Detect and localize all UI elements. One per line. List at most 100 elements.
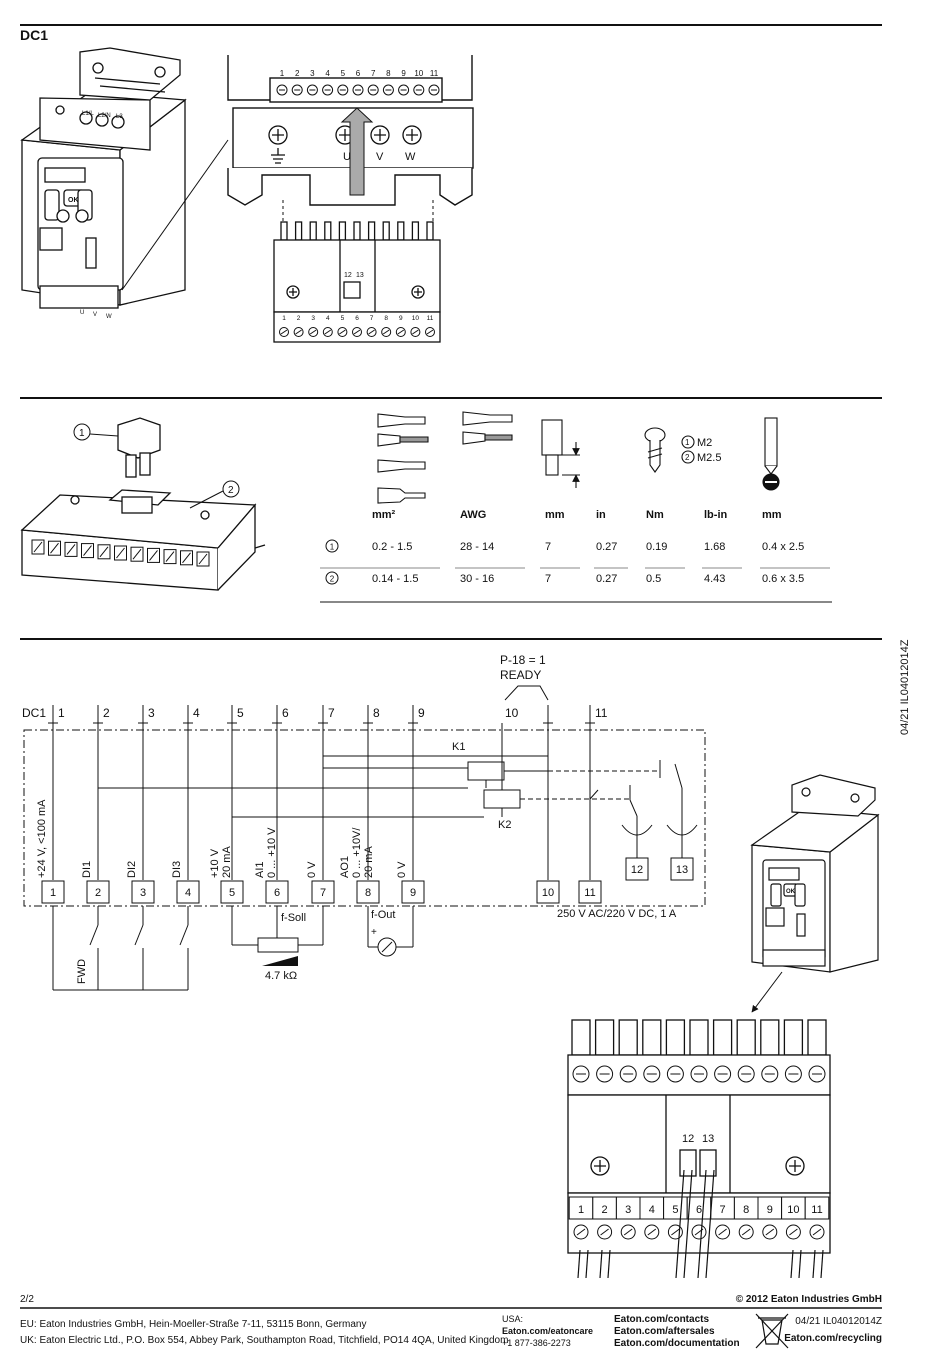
- terminal-box-number: 8: [365, 887, 371, 899]
- footer-link-documentation[interactable]: Eaton.com/documentation: [614, 1338, 740, 1349]
- large-lower-slot: [623, 1228, 633, 1236]
- footer-link-contacts[interactable]: Eaton.com/contacts: [614, 1314, 709, 1325]
- terminal-box-number: 7: [320, 887, 326, 899]
- large-terminal-number: 8: [743, 1204, 749, 1216]
- top-terminal-number: 5: [341, 69, 346, 78]
- p18-label: P-18 = 1: [500, 653, 546, 667]
- footer-usa-link[interactable]: Eaton.com/eatoncare: [502, 1326, 593, 1336]
- large-terminal-number: 4: [649, 1204, 655, 1216]
- screw-size-m25: M2.5: [697, 452, 721, 464]
- large-relay-12: 12: [682, 1133, 694, 1145]
- large-terminal-number: 10: [787, 1204, 799, 1216]
- internal-wiring: [97, 723, 698, 880]
- large-terminal-tab: [807, 1019, 827, 1056]
- wiring-device-label: DC1: [22, 706, 46, 720]
- row-callout-circle: [325, 539, 339, 553]
- signal-label: AI1: [254, 861, 266, 878]
- table-header: mm: [545, 509, 565, 521]
- fwd-label: FWD: [76, 959, 88, 984]
- top-terminal-number: 1: [280, 69, 285, 78]
- pot-wedge: [262, 956, 298, 966]
- signal-label: 20 mA: [363, 846, 375, 878]
- large-wires: [577, 1169, 824, 1279]
- slot-mark: [66, 544, 76, 555]
- slot-mark: [99, 546, 109, 558]
- terminal-box-number: 1: [50, 887, 56, 899]
- callout-1-label: 1: [79, 428, 85, 439]
- plug-pin: [411, 221, 420, 241]
- terminal-box-number: 10: [542, 887, 554, 899]
- large-terminal-number: 9: [767, 1204, 773, 1216]
- table-cell: 28 - 14: [460, 541, 494, 553]
- zoom-arrow: [751, 971, 783, 1013]
- signal-label: +10 V: [209, 848, 221, 878]
- screwdriver-icon: [762, 417, 780, 491]
- device-boundary: [23, 729, 706, 907]
- plug-pin: [367, 221, 376, 241]
- large-terminal-number: 1: [578, 1204, 584, 1216]
- plug-number: 3: [311, 315, 315, 322]
- terminal-box: [311, 880, 335, 904]
- f-out-label: f-Out: [371, 909, 395, 921]
- wiring-top-number: 6: [282, 706, 289, 720]
- table-cell: 0.27: [596, 573, 617, 585]
- footer-recycling[interactable]: Eaton.com/recycling: [784, 1333, 882, 1344]
- wiring-top-number: 1: [58, 706, 65, 720]
- table-cell: 4.43: [704, 573, 725, 585]
- side-doc-code: 04/21 IL04012014Z: [899, 639, 911, 735]
- table-header: AWG: [460, 509, 486, 521]
- plug-pin: [426, 221, 434, 241]
- wiring-top-number: 2: [103, 706, 110, 720]
- slot-mark: [83, 545, 92, 556]
- large-terminal-tab: [665, 1019, 686, 1056]
- plug-number: 9: [399, 315, 403, 322]
- terminal-box-number: 12: [631, 864, 643, 876]
- table-cell: 0.5: [646, 573, 661, 585]
- plus-sign: +: [371, 927, 377, 938]
- footer-usa-label: USA:: [502, 1314, 523, 1324]
- plug-number: 2: [297, 315, 301, 322]
- large-lower-slot: [671, 1228, 680, 1236]
- plug-relay-12: 12: [344, 272, 352, 279]
- table-cell: 7: [545, 541, 551, 553]
- large-terminal-tab: [642, 1019, 662, 1056]
- footer-usa-phone: +1 877-386-2273: [502, 1338, 571, 1348]
- wiring-top-number: 11: [595, 706, 608, 720]
- large-terminal-tab: [783, 1019, 804, 1056]
- terminal-box: [176, 880, 200, 904]
- signal-label: AO1: [339, 856, 351, 878]
- connector-illustration: [20, 417, 266, 591]
- terminal-box: [41, 880, 65, 904]
- wire-icons: [377, 411, 513, 504]
- footer-link-aftersales[interactable]: Eaton.com/aftersales: [614, 1326, 715, 1337]
- motor-v: V: [376, 151, 384, 163]
- signal-label: 0 V: [396, 861, 408, 878]
- guide-dashes: [282, 200, 434, 225]
- k1-label: K1: [452, 741, 465, 753]
- f-soll-label: f-Soll: [281, 912, 306, 924]
- plug-pin: [324, 221, 332, 241]
- large-lower-slot: [812, 1228, 822, 1236]
- product-title: DC1: [20, 27, 48, 43]
- terminal-box: [578, 880, 602, 904]
- large-lower-slot: [741, 1228, 751, 1236]
- plug-screw-slot: [324, 329, 332, 335]
- zoom-leader: [121, 139, 229, 291]
- table-cell: 7: [545, 573, 551, 585]
- terminal-box-number: 5: [229, 887, 235, 899]
- terminal-box-number: 9: [410, 887, 416, 899]
- terminal-box: [356, 880, 380, 904]
- table-cell: 0.14 - 1.5: [372, 573, 418, 585]
- plug-pin: [294, 221, 303, 241]
- drive-out-w: W: [106, 314, 112, 320]
- large-number-cell: [804, 1196, 830, 1220]
- footer-eu: EU: Eaton Industries GmbH, Hein-Moeller-…: [20, 1319, 366, 1330]
- wiring-top-number: 9: [418, 706, 425, 720]
